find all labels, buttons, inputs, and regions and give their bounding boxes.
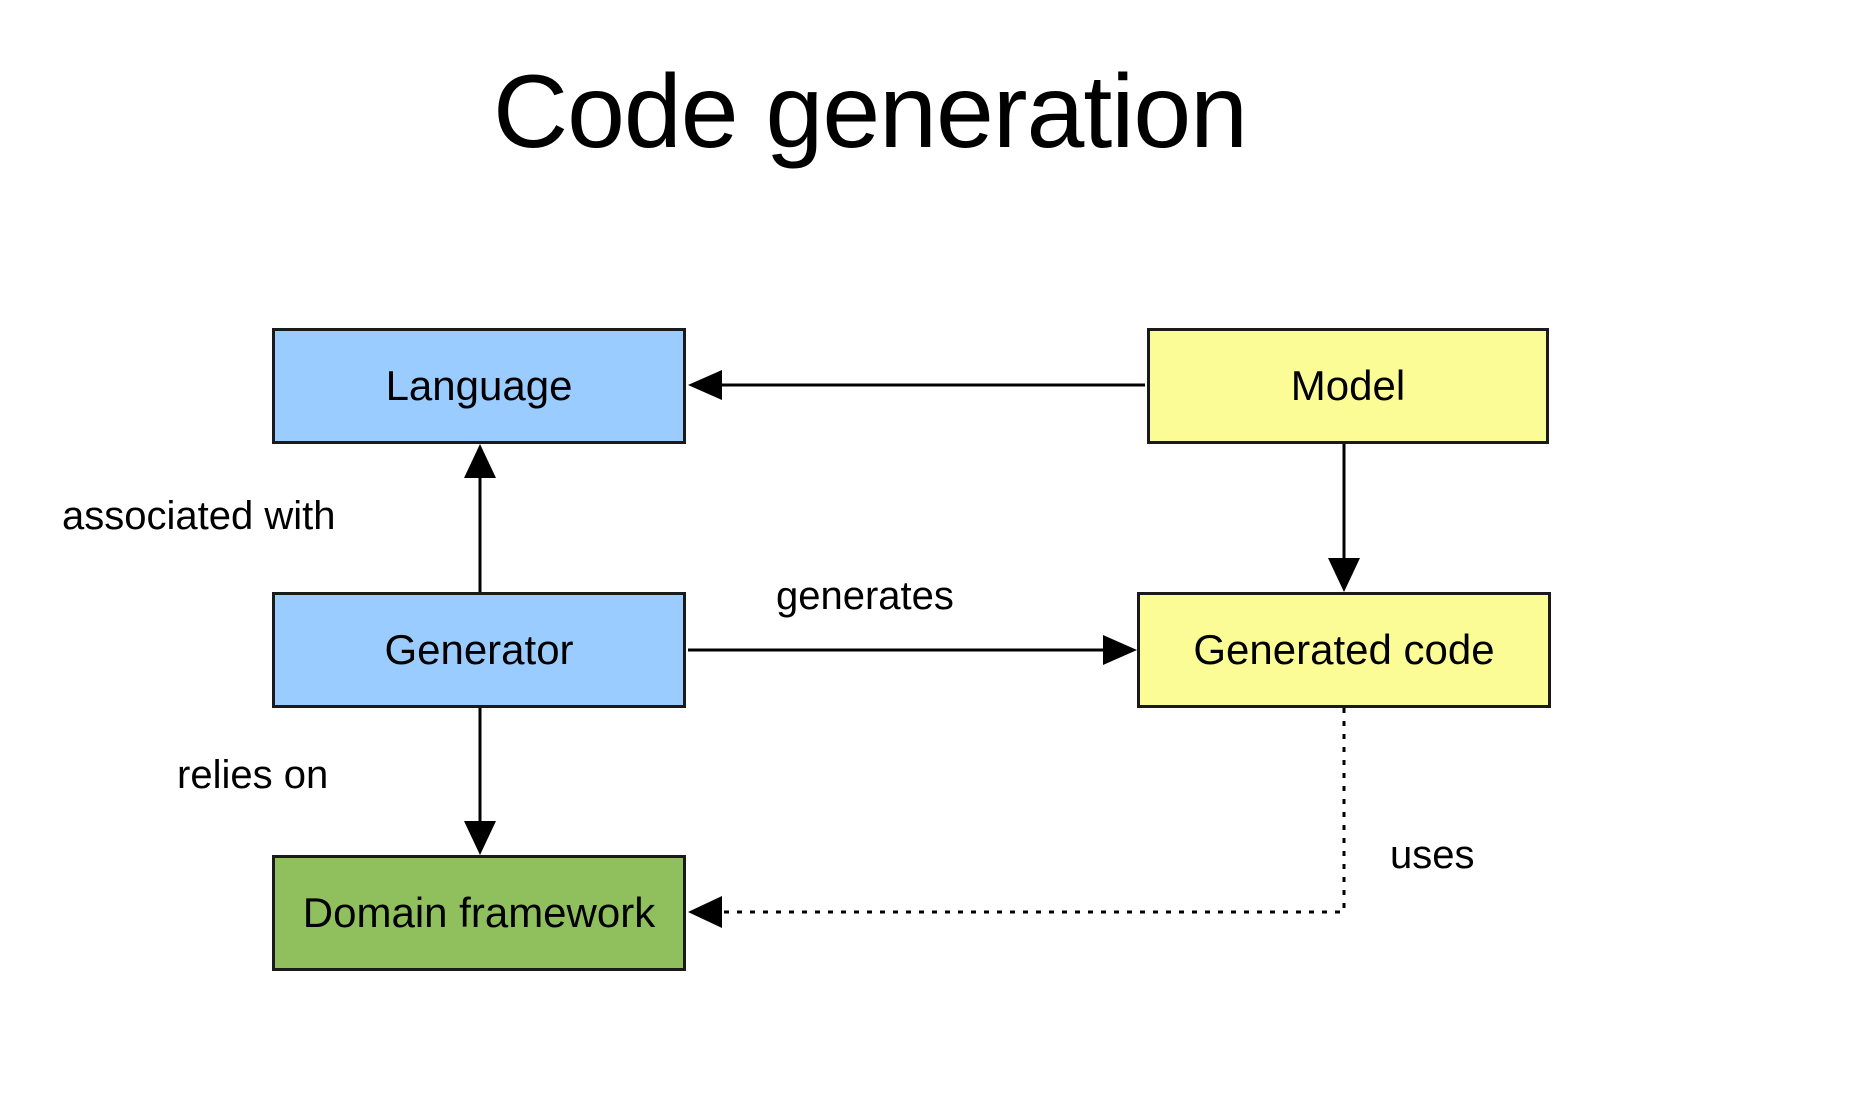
node-model[interactable]: Model bbox=[1147, 328, 1549, 444]
node-model-label: Model bbox=[1290, 362, 1406, 409]
node-language-label: Language bbox=[385, 362, 573, 409]
node-generator[interactable]: Generator bbox=[272, 592, 686, 708]
edge-label-uses: uses bbox=[1390, 833, 1475, 877]
node-domain-framework-label: Domain framework bbox=[302, 889, 656, 936]
edge-generator-to-generated-code bbox=[688, 635, 1137, 665]
edge-generator-to-language bbox=[464, 444, 496, 592]
node-domain-framework[interactable]: Domain framework bbox=[272, 855, 686, 971]
node-generated-code[interactable]: Generated code bbox=[1137, 592, 1551, 708]
edge-model-to-generated-code bbox=[1328, 444, 1360, 592]
node-generator-label: Generator bbox=[384, 626, 574, 673]
edge-generated-code-to-domain-framework bbox=[688, 708, 1346, 928]
page-title: Code generation bbox=[492, 54, 1248, 170]
edge-label-generates: generates bbox=[776, 574, 954, 618]
node-language[interactable]: Language bbox=[272, 328, 686, 444]
edge-generator-to-domain-framework bbox=[464, 708, 496, 855]
edge-label-relies-on: relies on bbox=[177, 753, 329, 797]
edge-label-associated-with: associated with bbox=[62, 494, 336, 538]
edge-model-to-language bbox=[688, 370, 1145, 400]
node-generated-code-label: Generated code bbox=[1193, 626, 1495, 673]
